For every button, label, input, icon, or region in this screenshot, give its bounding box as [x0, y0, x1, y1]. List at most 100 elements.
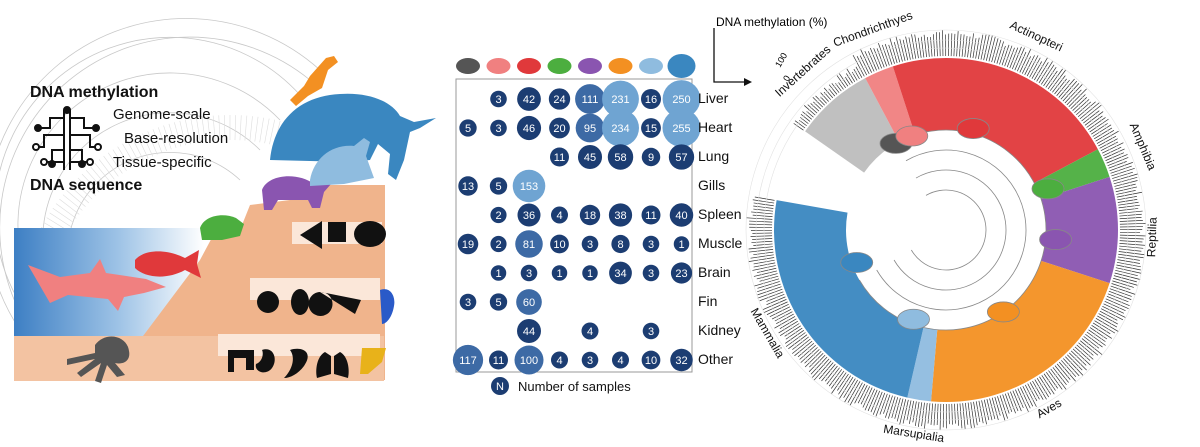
lung-icon [316, 352, 349, 378]
bubble-value: 100 [520, 355, 538, 367]
bubble [662, 80, 701, 118]
methylation-bar [967, 402, 972, 429]
methylation-bar [1074, 346, 1091, 361]
methylation-bar [989, 398, 996, 420]
graphical-abstract-panel: DNA methylation Genome-scale Base-resolu… [0, 0, 450, 447]
methylation-bar [1091, 123, 1108, 135]
bubble [490, 119, 507, 137]
methylation-bar [807, 104, 818, 114]
bubble-value: 23 [675, 268, 687, 280]
methylation-bar [1070, 94, 1086, 109]
methylation-bar [1119, 243, 1146, 246]
row-label-fin: Fin [698, 293, 718, 309]
methylation-bar [839, 376, 854, 399]
methylation-bar [1113, 176, 1138, 185]
turtle-icon [1039, 229, 1072, 250]
methylation-bar [1119, 213, 1142, 217]
methylation-bar [820, 92, 829, 102]
methylation-bar [751, 240, 773, 243]
methylation-bar [1088, 329, 1106, 342]
bubble [459, 293, 477, 311]
methylation-bar [1072, 348, 1091, 366]
axis-title: DNA methylation (%) [716, 15, 827, 29]
methylation-bar [843, 378, 856, 398]
axis-arrow [713, 28, 748, 83]
methylation-bar [860, 386, 871, 405]
methylation-bar [799, 119, 807, 127]
methylation-bar [969, 33, 974, 58]
methylation-bar [1026, 55, 1039, 77]
bubble-value: 60 [523, 297, 535, 309]
methylation-bar [1089, 327, 1108, 340]
methylation-bar [1056, 79, 1070, 96]
methylation-bar [753, 202, 774, 207]
frog-icon [1031, 178, 1065, 200]
bubble [489, 177, 508, 195]
bubble [550, 234, 569, 254]
methylation-bar [930, 403, 933, 425]
methylation-bar [1108, 290, 1132, 300]
muscle-icon [308, 292, 361, 316]
methylation-bar [978, 400, 984, 424]
methylation-bar [844, 379, 858, 403]
methylation-bar [809, 353, 824, 368]
bubble-value: 11 [493, 355, 504, 367]
bubble-value: 1 [556, 268, 562, 280]
bubble-value: 3 [495, 123, 501, 135]
step-3 [218, 334, 380, 356]
methylation-bar [1031, 61, 1043, 79]
clade-label-aves: Aves [1034, 396, 1064, 421]
bubble [669, 203, 694, 227]
methylation-bar [1101, 308, 1124, 321]
axis-tick-100: 100 [773, 51, 789, 69]
leaf-tick [174, 122, 182, 147]
methylation-bar [837, 373, 849, 391]
methylation-bar [1009, 47, 1019, 69]
kangaroo-icon [639, 58, 663, 74]
bubble [602, 109, 639, 147]
methylation-bar [1062, 83, 1080, 102]
kidney-small-icon [255, 349, 275, 373]
bubble [520, 264, 538, 282]
methylation-bar [823, 91, 831, 100]
leaf-tick [70, 185, 90, 204]
methylation-bar [885, 395, 893, 418]
bubble [489, 350, 508, 370]
guide-ring [755, 39, 1137, 421]
methylation-bar [823, 87, 834, 99]
bubble-value: 44 [523, 326, 535, 338]
methylation-bar [1043, 67, 1057, 87]
column-icons [456, 54, 696, 78]
liver-icon [360, 348, 386, 374]
bubble [579, 204, 601, 226]
methylation-bar [888, 396, 896, 419]
methylation-bar [875, 392, 886, 417]
methylation-bar [774, 316, 796, 329]
methylation-bar [1119, 240, 1143, 243]
bubble-value: 2 [495, 210, 501, 222]
methylation-bar [1052, 75, 1066, 93]
bubble-value: 3 [648, 268, 654, 280]
bubble [452, 344, 484, 376]
methylation-bar [991, 397, 999, 421]
methylation-bar [1115, 183, 1136, 190]
bubble-value: 117 [459, 355, 477, 367]
methylation-bar [988, 36, 996, 62]
leaf-tick [152, 129, 163, 153]
methylation-bar [836, 75, 846, 89]
bubble [611, 234, 630, 254]
shark-icon [28, 259, 166, 311]
methylation-bar [932, 34, 936, 57]
methylation-bar [1017, 388, 1029, 412]
methylation-bar [1119, 210, 1143, 214]
methylation-bar [1019, 48, 1032, 73]
leaf-tick [137, 135, 149, 159]
clade-sectors [774, 58, 1118, 402]
methylation-bar [818, 362, 834, 380]
clade-label-amphibia: Amphibia [1127, 121, 1160, 173]
leaf-tick [254, 116, 259, 142]
methylation-bar [973, 401, 978, 426]
methylation-bar [1078, 342, 1094, 356]
